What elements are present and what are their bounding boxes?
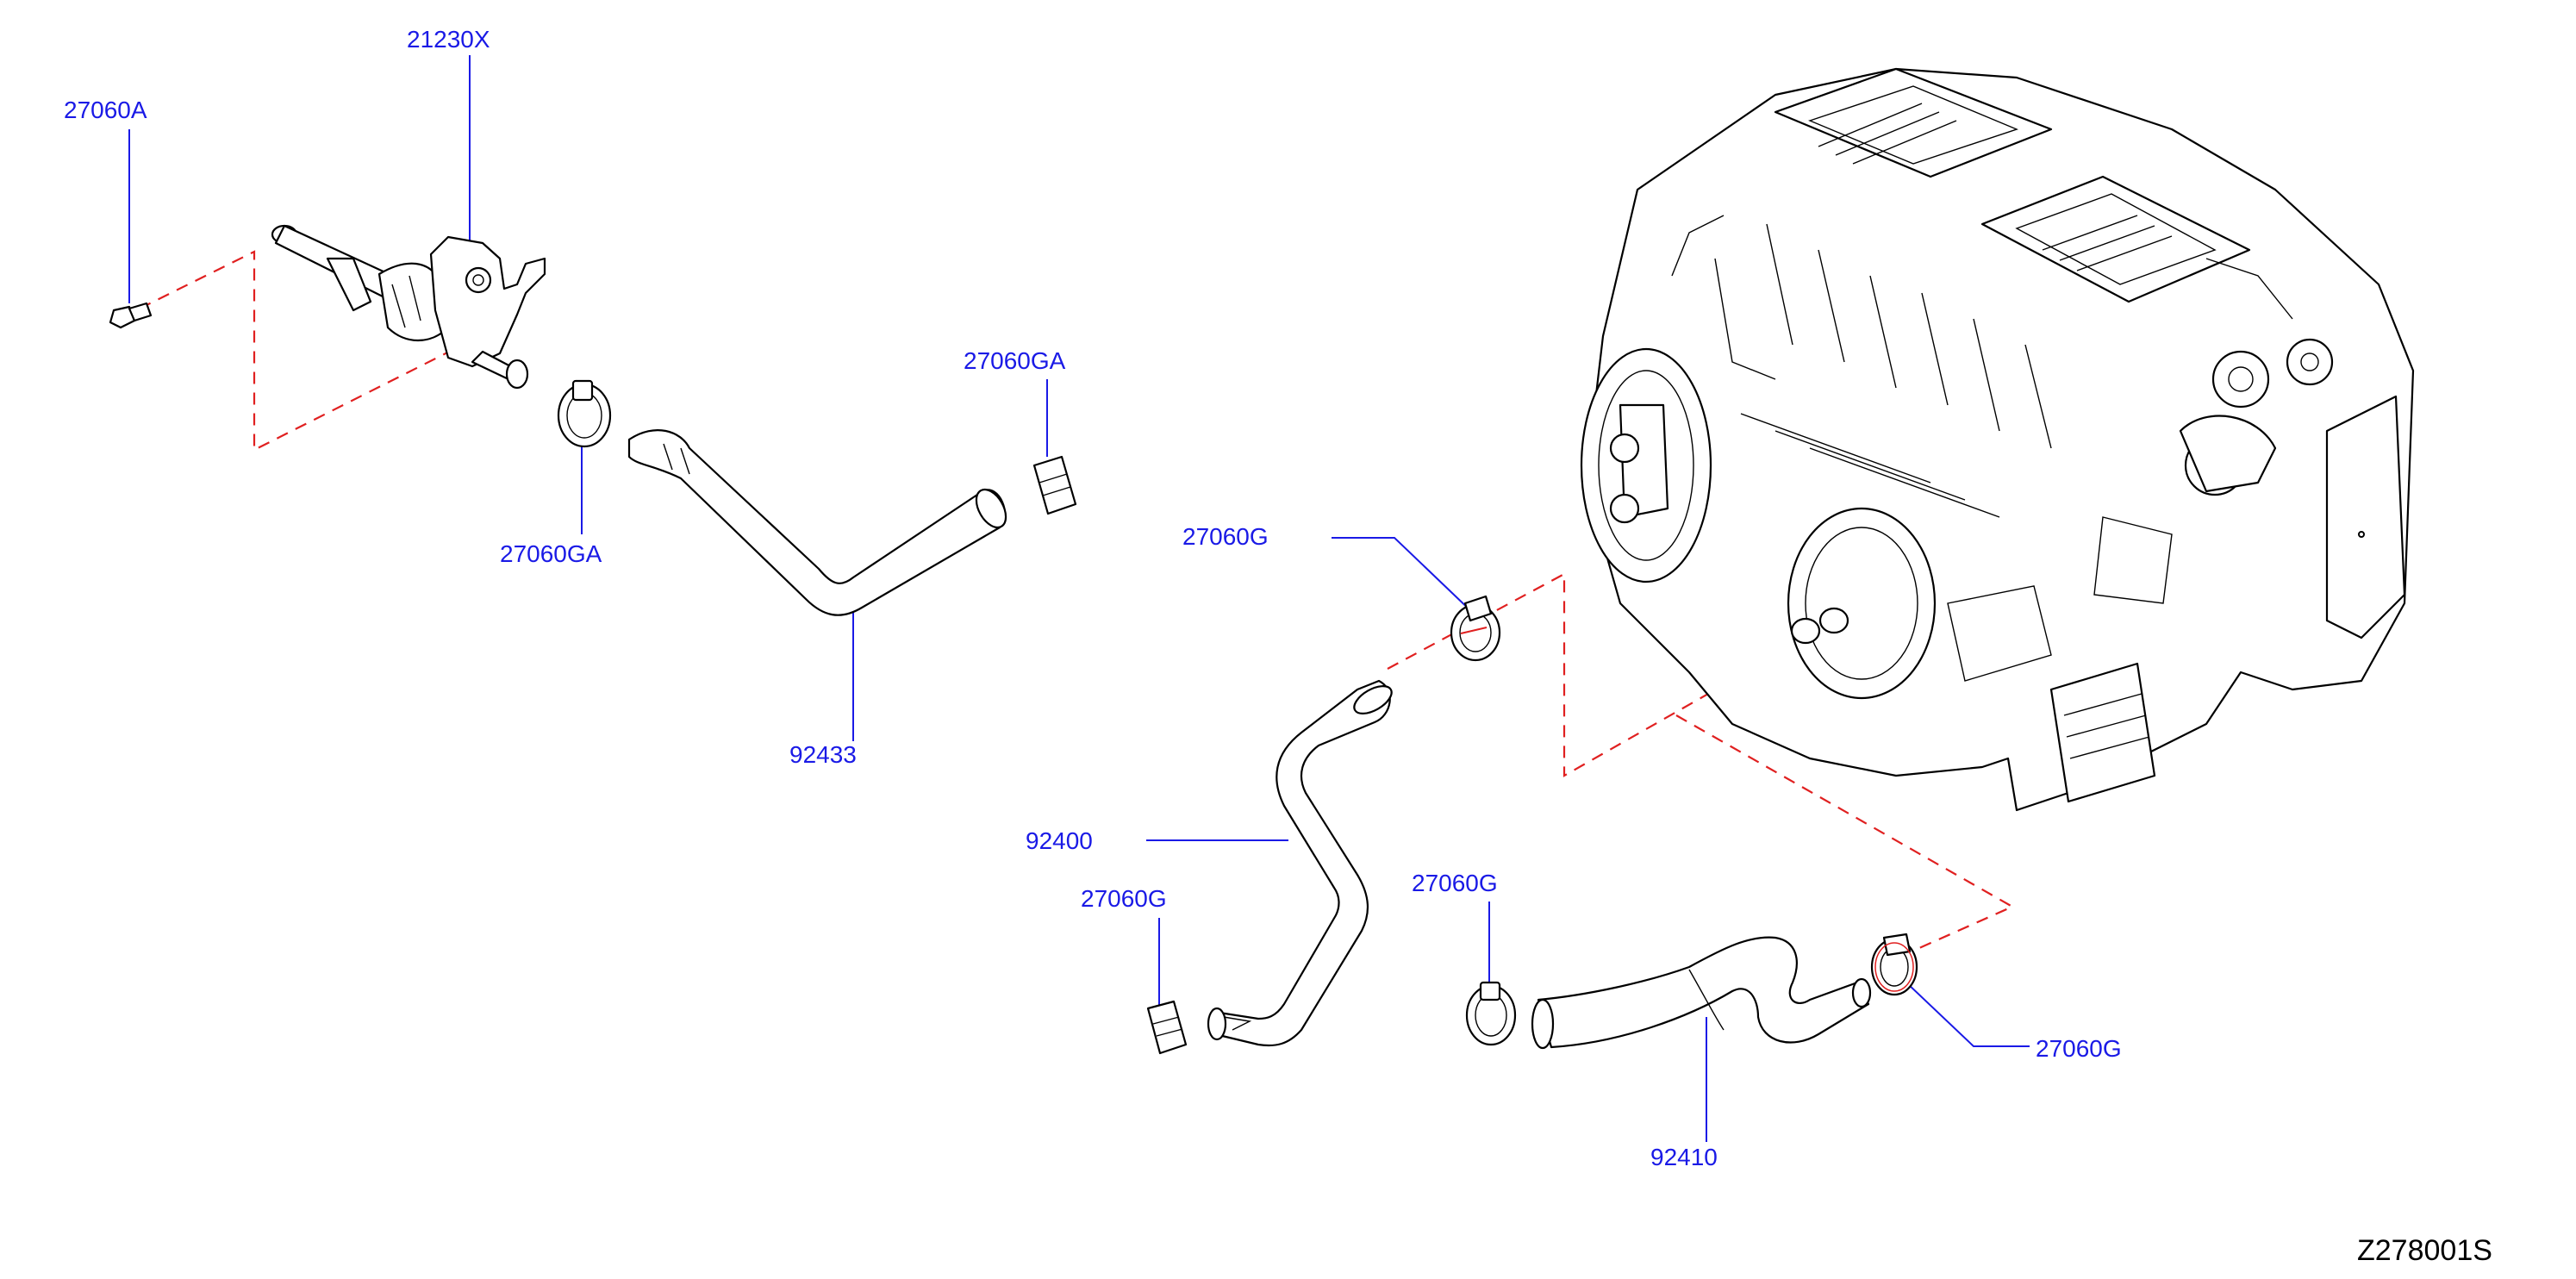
clamp-g-left-part[interactable] <box>1146 1000 1188 1055</box>
clamp-g-top-part[interactable] <box>1450 595 1501 662</box>
label-27060g-left[interactable]: 27060G <box>1081 885 1167 912</box>
label-92433[interactable]: 92433 <box>789 741 857 768</box>
bolt-part[interactable] <box>109 302 153 329</box>
label-92410[interactable]: 92410 <box>1650 1144 1718 1170</box>
label-27060ga-upper[interactable]: 27060GA <box>964 347 1066 374</box>
label-27060g-top[interactable]: 27060G <box>1182 523 1269 550</box>
assembly-lines <box>139 250 2015 960</box>
hose-92433-part[interactable] <box>627 429 1012 616</box>
figure-code: Z278001S <box>2357 1234 2492 1267</box>
label-27060a[interactable]: 27060A <box>64 97 147 123</box>
clamp-ga-left-part[interactable] <box>557 379 612 448</box>
label-92400[interactable]: 92400 <box>1026 827 1093 854</box>
water-valve-part[interactable] <box>271 224 546 390</box>
clamp-ga-right-part[interactable] <box>1032 455 1077 515</box>
leader-lines <box>128 55 2030 1142</box>
heater-unit-assembly <box>1580 67 2415 812</box>
label-27060g-right[interactable]: 27060G <box>2036 1035 2122 1062</box>
clamp-g-mid-part[interactable] <box>1465 981 1517 1046</box>
label-21230x[interactable]: 21230X <box>407 26 490 53</box>
label-27060g-mid[interactable]: 27060G <box>1412 870 1498 896</box>
hose-92410-part[interactable] <box>1531 936 1872 1050</box>
hose-92400-part[interactable] <box>1207 679 1396 1047</box>
clamp-g-right-part[interactable] <box>1870 933 1918 996</box>
label-27060ga-lower[interactable]: 27060GA <box>500 540 602 567</box>
